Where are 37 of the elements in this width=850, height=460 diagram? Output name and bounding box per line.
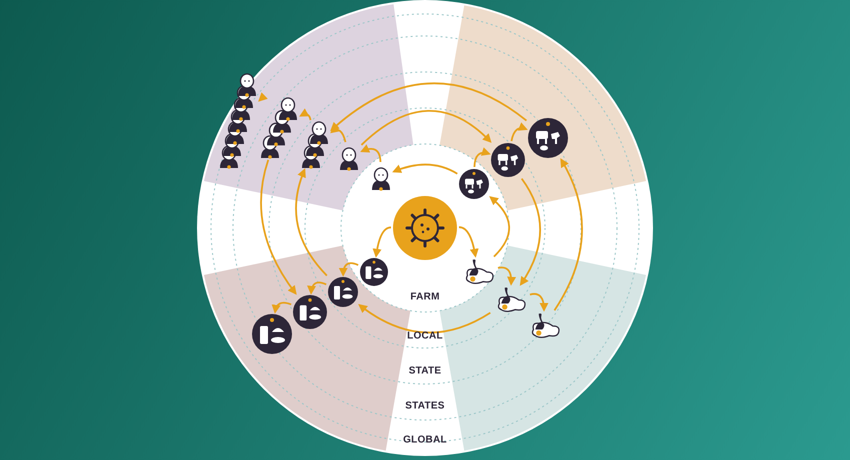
curved-arrow — [474, 148, 491, 168]
curved-arrow — [295, 168, 328, 276]
curved-arrow — [299, 108, 312, 120]
ring-label: LOCAL — [407, 330, 443, 344]
curved-arrow — [339, 262, 358, 277]
livestock-icon — [491, 143, 525, 177]
curved-arrow — [392, 164, 458, 175]
curved-arrow — [458, 226, 479, 258]
livestock-icon — [459, 169, 489, 199]
food-products-icon — [328, 277, 358, 307]
curved-arrow — [260, 160, 297, 295]
ring-label: FARM — [410, 290, 440, 304]
curved-arrow — [307, 282, 327, 295]
virus-icon — [393, 196, 457, 260]
food-products-icon — [252, 314, 292, 354]
person-group-icon — [259, 98, 299, 158]
livestock-icon — [528, 118, 568, 158]
ring-label: GLOBAL — [403, 434, 447, 448]
curved-arrow — [330, 82, 527, 132]
person-group-icon — [300, 122, 330, 168]
curved-arrow — [272, 302, 292, 314]
curved-arrow — [360, 144, 382, 162]
curved-arrow — [530, 293, 548, 312]
curved-arrow — [554, 158, 583, 311]
food-products-icon — [360, 258, 388, 286]
food-products-icon — [293, 295, 327, 329]
curved-arrow — [520, 178, 541, 286]
curved-arrow — [372, 226, 392, 258]
ring-label: STATES — [405, 400, 445, 414]
ring-label: STATE — [408, 364, 442, 378]
curved-arrow — [358, 304, 491, 334]
person-group-icon — [218, 74, 258, 168]
curved-arrow — [258, 92, 268, 102]
curved-arrow — [510, 122, 528, 142]
curved-arrow — [498, 266, 516, 286]
curved-arrow — [360, 110, 492, 146]
curved-arrow — [489, 196, 510, 258]
